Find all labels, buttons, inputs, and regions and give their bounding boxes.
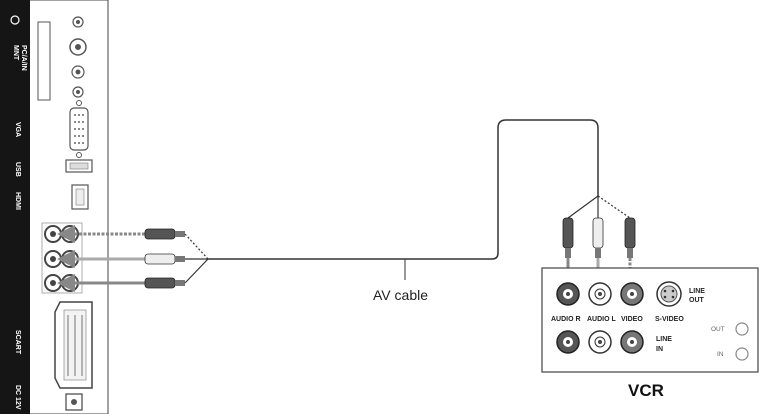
rf-out-jack — [735, 322, 749, 336]
rca-plugs-tv-side — [144, 228, 185, 289]
line-out-label-2: OUT — [689, 297, 705, 304]
rf-in-jack — [735, 347, 749, 361]
cable-label: AV cable — [373, 287, 428, 303]
label-mnt: MNT — [12, 45, 19, 61]
rf-out-label: OUT — [711, 326, 725, 333]
label-video: VIDEO — [621, 316, 643, 323]
label-scart: SCART — [14, 330, 21, 355]
label-usb: USB — [14, 162, 21, 177]
av-cable — [208, 119, 599, 260]
card-slot — [37, 21, 51, 101]
rca-plugs-vcr-side — [562, 217, 636, 258]
vcr-title: VCR — [628, 381, 664, 400]
signal-arrows-tv — [57, 225, 145, 292]
tv-label-strip — [0, 0, 30, 414]
label-hdmi: HDMI — [14, 192, 21, 210]
label-audio-r: AUDIO R — [551, 316, 581, 323]
headphone-icon — [10, 15, 20, 25]
scart-port — [54, 301, 93, 389]
av-cable-right-branches — [567, 195, 631, 219]
vcr-back-panel: LINE OUT AUDIO R AUDIO L VIDEO S-VIDEO L… — [541, 267, 759, 373]
tv-back-panel: MNT PC/A/IN VGA USB HDMI SCART DC 12V — [0, 0, 109, 414]
label-vga: VGA — [14, 122, 21, 137]
av-cable-left-branches — [184, 233, 209, 284]
label-s-video: S-VIDEO — [655, 316, 684, 323]
label-dc-12v: DC 12V — [14, 385, 21, 410]
label-pc-audio-in: PC/A/IN — [20, 45, 27, 71]
line-in-label-1: LINE — [656, 336, 672, 343]
line-out-label-1: LINE — [689, 288, 705, 295]
line-in-label-2: IN — [656, 346, 663, 353]
label-audio-l: AUDIO L — [587, 316, 617, 323]
vga-port — [69, 100, 89, 158]
rf-in-label: IN — [717, 351, 724, 358]
